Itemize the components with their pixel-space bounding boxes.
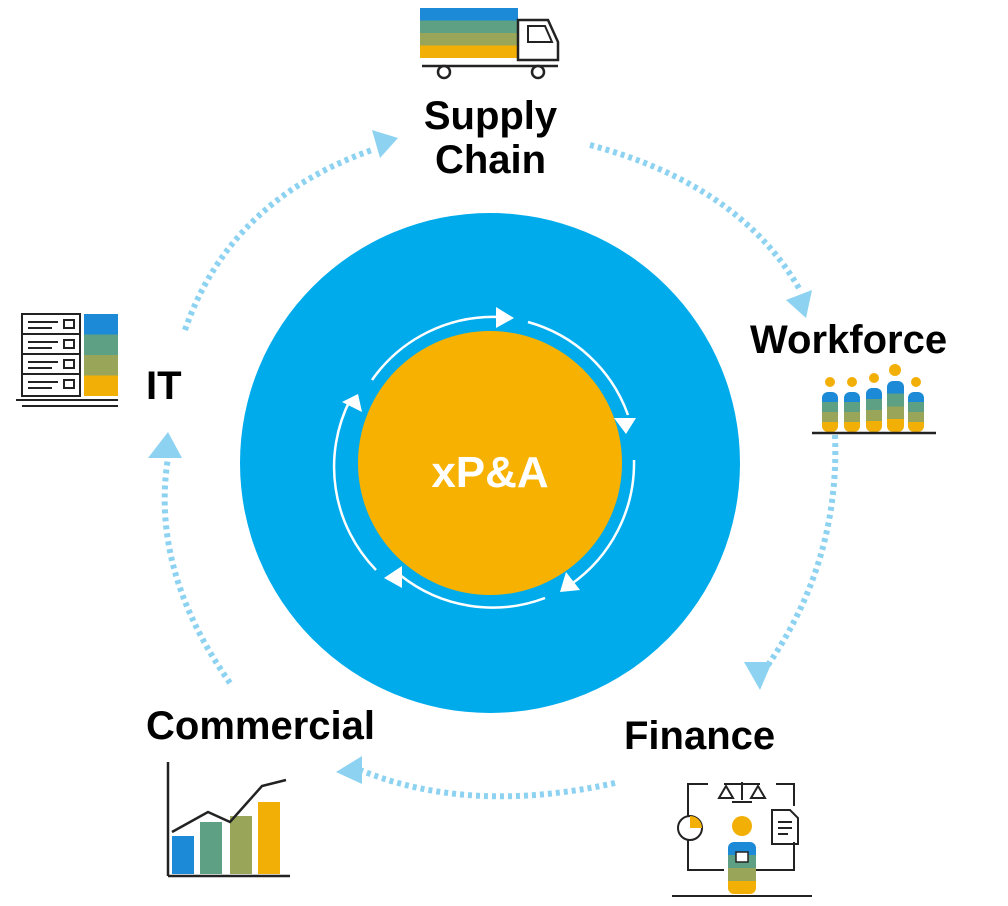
inner-arrowheads bbox=[342, 307, 636, 592]
inner-arrowhead-bottom-right bbox=[560, 572, 580, 592]
inner-arrowhead-top bbox=[496, 307, 514, 328]
supply-chain-label-line2: Chain bbox=[434, 138, 547, 182]
inner-arc-bottom-right bbox=[569, 459, 636, 587]
finance-label: Finance bbox=[624, 714, 776, 758]
bar-chart-icon bbox=[166, 762, 290, 878]
supply-chain-label-line1: Supply bbox=[423, 94, 558, 138]
inner-circle bbox=[358, 331, 622, 595]
inner-arrowhead-left bbox=[342, 394, 362, 412]
commercial-label: Commercial bbox=[146, 704, 375, 748]
cycle-arrowheads bbox=[148, 130, 812, 784]
center-label: xP&A bbox=[431, 448, 549, 497]
inner-cycle-arrows bbox=[332, 315, 636, 609]
workforce-label: Workforce bbox=[750, 318, 948, 362]
arc-commercial-to-it bbox=[161, 457, 233, 685]
inner-arc-right bbox=[527, 320, 630, 416]
arrowhead-finance bbox=[744, 662, 772, 690]
inner-arc-left bbox=[332, 399, 377, 571]
arc-workforce-to-finance bbox=[765, 434, 839, 667]
cycle-arrows bbox=[161, 142, 839, 800]
arrowhead-commercial bbox=[336, 756, 362, 784]
arc-it-to-supply-chain bbox=[182, 147, 373, 331]
inner-arc-top bbox=[370, 315, 501, 381]
supply-chain-label: Supply Chain bbox=[0, 94, 981, 182]
people-icon bbox=[812, 364, 936, 435]
inner-arrowhead-right bbox=[614, 418, 636, 434]
arrowhead-it bbox=[148, 432, 182, 458]
inner-arc-bottom bbox=[399, 574, 546, 609]
arrowhead-workforce bbox=[786, 290, 812, 318]
truck-icon bbox=[420, 8, 560, 80]
finance-scale-icon bbox=[672, 782, 812, 897]
server-rack-icon bbox=[16, 313, 118, 407]
arrowhead-supply-chain bbox=[372, 130, 398, 158]
inner-arrowhead-bottom bbox=[384, 566, 402, 588]
it-label: IT bbox=[146, 364, 182, 408]
arc-finance-to-commercial bbox=[358, 767, 616, 800]
arc-supply-chain-to-workforce bbox=[589, 142, 803, 292]
